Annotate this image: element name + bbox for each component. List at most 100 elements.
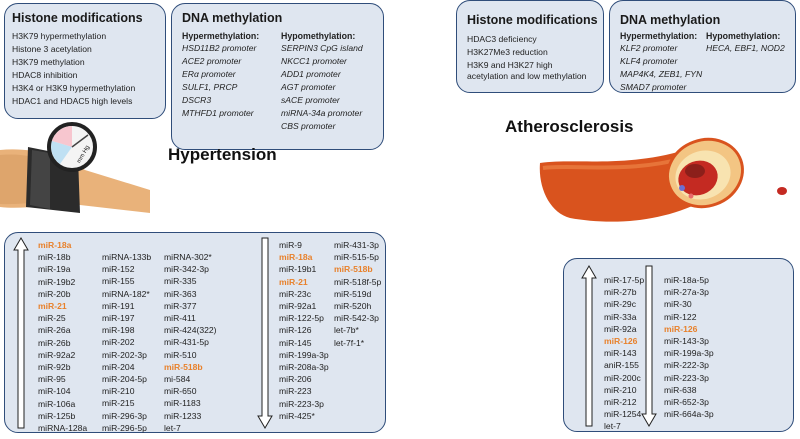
hypertension-histone-box: Histone modifications H3K79 hypermethyla… xyxy=(4,3,166,119)
mirna-item: miR-210 xyxy=(102,386,135,397)
hypertension-dna-box: DNA methylation Hypermethylation: HSD11B… xyxy=(171,3,384,150)
mirna-item: miR-222-3p xyxy=(664,360,709,371)
list-item: MAP4K4, ZEB1, FYN xyxy=(620,69,703,79)
atherosclerosis-hypo-list: Hypomethylation: HECA, EBF1, NOD2 xyxy=(706,31,785,54)
mirna-item: miR-638 xyxy=(664,384,697,395)
list-item: sACE promoter xyxy=(281,95,340,105)
list-item: AGT promoter xyxy=(281,82,336,92)
mirna-item: miRNA-182* xyxy=(102,288,150,299)
mirna-item: miR-1254 xyxy=(604,409,642,420)
mirna-item: let-7 xyxy=(604,421,621,432)
mirna-item: miR-95 xyxy=(38,374,66,385)
atherosclerosis-dna-box: DNA methylation Hypermethylation: KLF2 p… xyxy=(609,0,796,93)
list-item: H3K9 and H3K27 high xyxy=(467,60,553,70)
up-arrow-icon xyxy=(581,265,597,427)
list-item: SERPIN3 CpG island xyxy=(281,43,363,53)
atherosclerosis-histone-title: Histone modifications xyxy=(467,13,598,27)
mirna-item: miR-27a-3p xyxy=(664,287,709,298)
list-item: miRNA-34a promoter xyxy=(281,108,363,118)
mirna-item: miR-106a xyxy=(38,398,76,409)
mirna-item: miR-424(322) xyxy=(164,325,217,336)
mirna-item: miR-664a-3p xyxy=(664,409,714,420)
mirna-item: miR-18a xyxy=(38,240,72,250)
hypermethylation-heading: Hypermethylation: xyxy=(620,31,698,41)
mirna-item: miRNA-302* xyxy=(164,252,212,262)
hypomethylation-heading: Hypomethylation: xyxy=(281,31,356,41)
list-item: CBS promoter xyxy=(281,121,336,131)
mirna-item: miR-122 xyxy=(664,311,697,322)
list-item: H3K4 or H3K9 hypermethylation xyxy=(12,83,136,93)
mirna-item: miR-212 xyxy=(604,397,637,408)
mirna-item: miR-425* xyxy=(279,410,315,421)
hypertension-hyper-list: Hypermethylation: HSD11B2 promoter ACE2 … xyxy=(182,31,259,119)
mirna-item: miR-19a xyxy=(38,264,71,275)
mirna-item: miR-518f-5p xyxy=(334,276,382,287)
hypertension-dna-title: DNA methylation xyxy=(182,11,283,25)
list-item: HDAC8 inhibition xyxy=(12,70,78,80)
list-item: SULF1, PRCP xyxy=(182,82,238,92)
artery-cross-section-illustration xyxy=(539,137,787,222)
list-item: HDAC1 and HDAC5 high levels xyxy=(12,96,133,106)
mirna-item: miR-20b xyxy=(38,288,71,299)
mirna-item: miR-223-3p xyxy=(664,372,709,383)
mirna-item: let-7f-1* xyxy=(334,337,365,348)
mirna-item: miR-125b xyxy=(38,410,76,421)
mirna-item: miR-21 xyxy=(279,276,308,287)
down-arrow-icon xyxy=(641,265,657,427)
list-item: ADD1 promoter xyxy=(281,69,341,79)
mirna-item: let-7b* xyxy=(334,325,359,336)
mirna-item: miR-518b xyxy=(164,361,203,372)
up-arrow-icon xyxy=(13,237,29,429)
mirna-item: miR-18a-5p xyxy=(664,275,709,285)
mirna-item: miR-155 xyxy=(102,276,135,287)
mirna-item: miR-202-3p xyxy=(102,349,147,360)
list-item: DSCR3 xyxy=(182,95,212,105)
mirna-item: miR-18b xyxy=(38,252,71,263)
mirna-item: aniR-155 xyxy=(604,360,639,371)
mirna-item: miR-1183 xyxy=(164,398,201,409)
atherosclerosis-histone-box: Histone modifications HDAC3 deficiency H… xyxy=(456,0,604,93)
hypertension-hypo-list: Hypomethylation: SERPIN3 CpG island NKCC… xyxy=(281,31,363,132)
mirna-item: miR-33a xyxy=(604,311,637,322)
mirna-item: miR-29c xyxy=(604,299,636,310)
list-item: H3K27Me3 reduction xyxy=(467,47,548,57)
atherosclerosis-histone-list: HDAC3 deficiency H3K27Me3 reduction H3K9… xyxy=(467,34,586,82)
mirna-item: miR-145 xyxy=(279,337,312,348)
mirna-item: miR-30 xyxy=(664,299,692,310)
mirna-item: miR-143-3p xyxy=(664,336,709,347)
mirna-item: miR-510 xyxy=(164,349,197,360)
mirna-item: miR-19b2 xyxy=(38,276,76,287)
mirna-item: miR-515-5p xyxy=(334,252,379,263)
mirna-item: let-7 xyxy=(164,422,181,433)
mirna-item: miR-122-5p xyxy=(279,313,324,324)
list-item: H3K79 hypermethylation xyxy=(12,31,107,41)
mirna-item: miR-204-5p xyxy=(102,374,147,385)
list-item: ERα promoter xyxy=(182,69,236,79)
list-item: acetylation and low methylation xyxy=(467,71,587,81)
mirna-item: miR-191 xyxy=(102,300,135,311)
mirna-item: miR-363 xyxy=(164,288,197,299)
mirna-item: miR-296-3p xyxy=(102,410,147,421)
list-item: HSD11B2 promoter xyxy=(182,43,257,53)
mirna-item: miR-9 xyxy=(279,240,302,250)
mirna-item: mi-584 xyxy=(164,374,191,385)
list-item: SMAD7 promoter xyxy=(620,82,687,92)
mirna-item: miR-18a xyxy=(279,252,313,263)
hypertension-label: Hypertension xyxy=(168,145,277,164)
list-item: HDAC3 deficiency xyxy=(467,34,537,44)
mirna-item: miR-143 xyxy=(604,348,637,359)
mirna-item: miR-519d xyxy=(334,288,372,299)
mirna-item: miR-296-5p xyxy=(102,422,147,433)
mirna-item: miR-377 xyxy=(164,300,197,311)
hypermethylation-heading: Hypermethylation: xyxy=(182,31,260,41)
mirna-item: miR-92a2 xyxy=(38,349,76,360)
mirna-item: miR-542-3p xyxy=(334,313,379,324)
mirna-item: miR-25 xyxy=(38,313,66,324)
list-item: H3K79 methylation xyxy=(12,57,85,67)
mirna-item: miR-197 xyxy=(102,313,135,324)
